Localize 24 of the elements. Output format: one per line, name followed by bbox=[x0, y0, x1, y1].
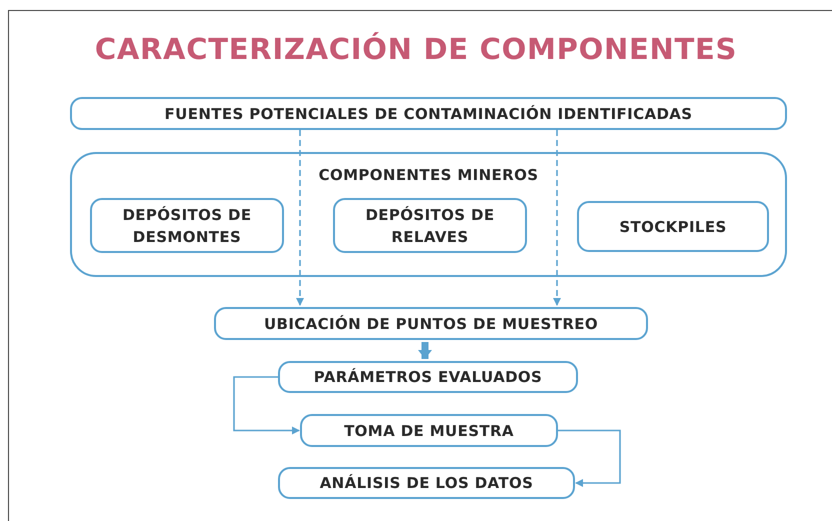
process-box bbox=[278, 467, 575, 499]
process-box bbox=[70, 97, 787, 130]
box-label: ANÁLISIS DE LOS DATOS bbox=[320, 473, 534, 494]
arrow bbox=[418, 342, 432, 359]
process-box bbox=[300, 414, 558, 447]
box-label: STOCKPILES bbox=[619, 216, 727, 238]
box-label: TOMA DE MUESTRA bbox=[344, 420, 514, 442]
process-box bbox=[333, 198, 527, 253]
box-label: PARÁMETROS EVALUADOS bbox=[314, 367, 542, 388]
group-heading: COMPONENTES MINEROS bbox=[318, 165, 538, 186]
arrow bbox=[233, 376, 300, 434]
process-box bbox=[90, 198, 284, 253]
arrow bbox=[558, 430, 621, 487]
box-label: FUENTES POTENCIALES DE CONTAMINACIÓN IDENTIFICADAS bbox=[164, 104, 692, 124]
arrow bbox=[553, 130, 561, 306]
group-box bbox=[70, 152, 787, 277]
process-box bbox=[278, 361, 578, 393]
box-label: DEPÓSITOS DE DESMONTES bbox=[121, 204, 253, 248]
title: CARACTERIZACIÓN DE COMPONENTES bbox=[94, 31, 738, 68]
box-label: UBICACIÓN DE PUNTOS DE MUESTREO bbox=[264, 314, 598, 334]
box-label: DEPÓSITOS DE RELAVES bbox=[364, 204, 496, 248]
process-box bbox=[577, 201, 769, 252]
process-box bbox=[214, 307, 648, 340]
arrow bbox=[296, 130, 304, 306]
